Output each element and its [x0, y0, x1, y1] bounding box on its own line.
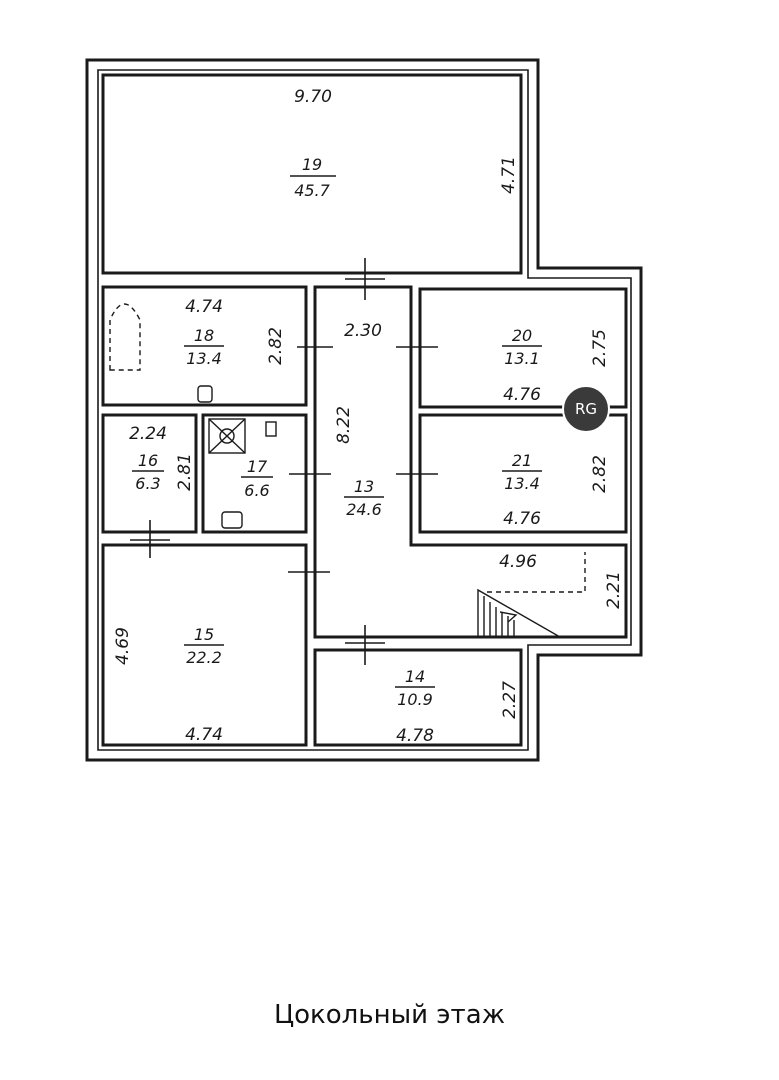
room-16-height: 2.81 [175, 453, 195, 491]
staircase [477, 552, 586, 638]
room-17-number: 17 [247, 457, 268, 476]
room-19-outline [101, 73, 523, 275]
sink-icon [265, 421, 277, 437]
room-18-width: 4.74 [185, 297, 223, 317]
room-13-height: 8.22 [334, 406, 354, 444]
fixtures [109, 303, 277, 529]
room-13-outline [313, 285, 628, 639]
room-19-width: 9.70 [294, 87, 332, 107]
room-19-height: 4.71 [499, 156, 519, 194]
room-labels: 9.70 19 45.7 4.71 4.74 18 13.4 2.82 2.30… [113, 87, 624, 746]
room-20-height: 2.75 [590, 329, 610, 367]
shower-icon [208, 418, 246, 454]
room-21-area: 13.4 [504, 474, 540, 493]
room-19-number: 19 [302, 155, 322, 174]
room-14-height: 2.27 [500, 681, 520, 719]
room-15-outline [101, 543, 308, 747]
floor-caption: Цокольный этаж [273, 1000, 506, 1030]
room-21-width: 4.76 [503, 509, 541, 529]
room-13-area: 24.6 [346, 500, 382, 519]
room-15-area: 22.2 [186, 648, 222, 667]
room-18-area: 13.4 [186, 349, 222, 368]
room-16-width: 2.24 [129, 424, 167, 444]
room-13-width: 2.30 [344, 321, 382, 341]
stair-height: 2.21 [604, 571, 624, 609]
room-15-number: 15 [194, 625, 214, 644]
toilet-icon-2 [221, 511, 243, 529]
room-20-outline [418, 287, 628, 409]
room-14-width: 4.78 [396, 726, 434, 746]
room-20-width: 4.76 [503, 385, 541, 405]
room-21-number: 21 [512, 451, 532, 470]
room-17-area: 6.6 [244, 481, 269, 500]
room-18-height: 2.82 [266, 327, 286, 365]
rg-logo: RG [562, 385, 610, 433]
toilet-icon [197, 385, 213, 403]
room-16-area: 6.3 [135, 474, 160, 493]
room-14-number: 14 [405, 667, 425, 686]
room-16-number: 16 [138, 451, 158, 470]
stair-width: 4.96 [499, 552, 537, 572]
rg-logo-text: RG [575, 400, 597, 418]
room-18-number: 18 [194, 326, 214, 345]
room-19-area: 45.7 [294, 181, 330, 200]
bathtub-icon [109, 303, 141, 371]
room-14-outline [313, 648, 523, 747]
room-21-height: 2.82 [590, 455, 610, 493]
room-20-area: 13.1 [504, 349, 540, 368]
room-15-width: 4.74 [185, 725, 223, 745]
room-18-outline [101, 285, 308, 407]
room-15-height: 4.69 [113, 627, 133, 665]
room-13-number: 13 [354, 477, 374, 496]
outer-walls [85, 58, 643, 762]
room-20-number: 20 [512, 326, 532, 345]
room-14-area: 10.9 [397, 690, 433, 709]
door-marks [130, 258, 438, 665]
